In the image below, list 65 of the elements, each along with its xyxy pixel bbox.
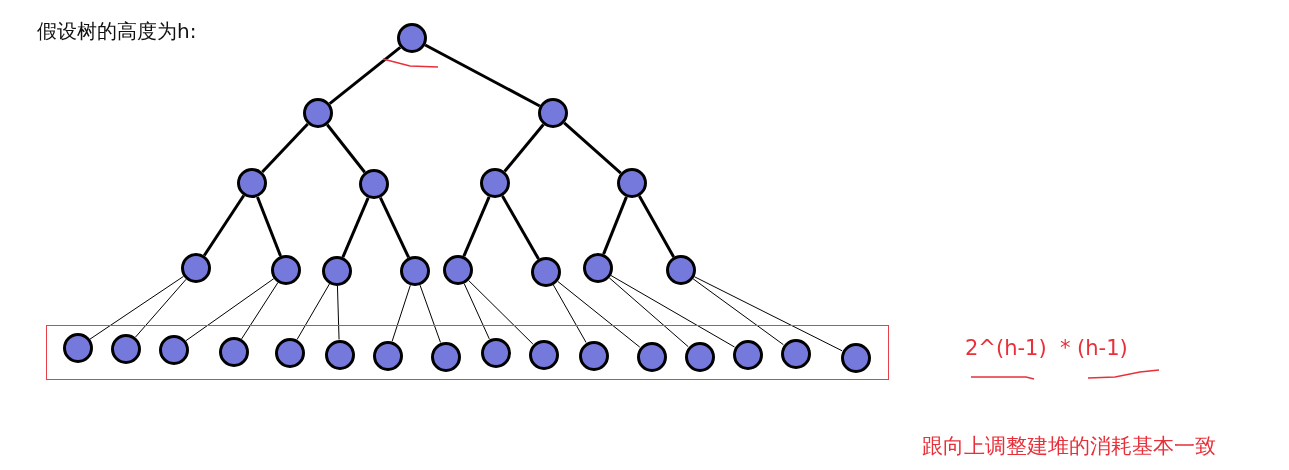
tree-node-circle <box>636 341 667 372</box>
tree-node-circle <box>324 339 355 370</box>
tree-edge <box>341 197 370 258</box>
tree-node-circle <box>274 337 305 368</box>
highlight-frame <box>46 325 889 380</box>
tree-edge <box>328 46 402 105</box>
tree-edge <box>419 284 441 343</box>
title: 假设树的高度为h: <box>37 18 197 45</box>
tree-node-circle <box>271 255 301 285</box>
tree-edge <box>608 277 689 348</box>
tree-node-circle <box>400 256 430 286</box>
tree-node-circle <box>840 342 871 373</box>
tree-node-circle <box>443 255 473 285</box>
tree-node-circle <box>583 253 613 283</box>
tree-node-circle <box>62 332 93 363</box>
tree-edge <box>462 196 491 257</box>
tree-edge <box>261 122 309 174</box>
tree-node-circle <box>158 334 189 365</box>
tree-edge <box>693 276 843 352</box>
tree-edge <box>185 278 275 342</box>
tree-node-circle <box>528 339 559 370</box>
tree-edge <box>424 43 541 108</box>
tree-edge <box>256 196 282 257</box>
tree-edge <box>501 195 540 260</box>
tree-node-circle <box>780 338 811 369</box>
tree-node-circle <box>430 341 461 372</box>
tree-edge <box>241 282 279 340</box>
tree-edge <box>602 196 628 255</box>
tree-node-circle <box>397 23 427 53</box>
tree-node-circle <box>322 256 352 286</box>
tree-edge <box>463 283 490 340</box>
tree-node-circle <box>372 340 403 371</box>
tree-node-circle <box>218 336 249 367</box>
tree-edge <box>563 121 622 175</box>
tree-node-circle <box>684 341 715 372</box>
tree-edge <box>638 195 675 258</box>
tree-edge <box>296 283 330 341</box>
tree-node-circle <box>666 255 696 285</box>
tree-edge <box>557 280 641 348</box>
tree-node-circle <box>531 257 561 287</box>
tree-edge <box>468 280 534 345</box>
tree-node-circle <box>303 98 333 128</box>
tree-edge <box>391 284 411 342</box>
tree-node-circle <box>480 168 510 198</box>
tree-edge <box>610 275 735 348</box>
formula-text: 2^(h-1) * (h-1) <box>965 336 1128 360</box>
tree-node-circle <box>181 253 211 283</box>
tree-edge <box>552 284 587 343</box>
tree-edge <box>503 123 545 173</box>
conclusion-text: 跟向上调整建堆的消耗基本一致 <box>922 433 1216 460</box>
tree-edge <box>692 278 784 346</box>
tree-node-circle <box>578 340 609 371</box>
tree-node-circle <box>237 168 267 198</box>
tree-edge <box>336 285 340 340</box>
tree-node-circle <box>480 337 511 368</box>
tree-edge <box>134 278 187 338</box>
tree-node-circle <box>359 169 389 199</box>
tree-node-circle <box>538 98 568 128</box>
tree-node-circle <box>732 339 763 370</box>
tree-edge <box>89 275 185 340</box>
tree-node-circle <box>617 168 647 198</box>
tree-edge <box>326 123 366 174</box>
tree-node-circle <box>110 333 141 364</box>
tree-edge <box>203 194 245 257</box>
tree-edge <box>379 196 410 259</box>
